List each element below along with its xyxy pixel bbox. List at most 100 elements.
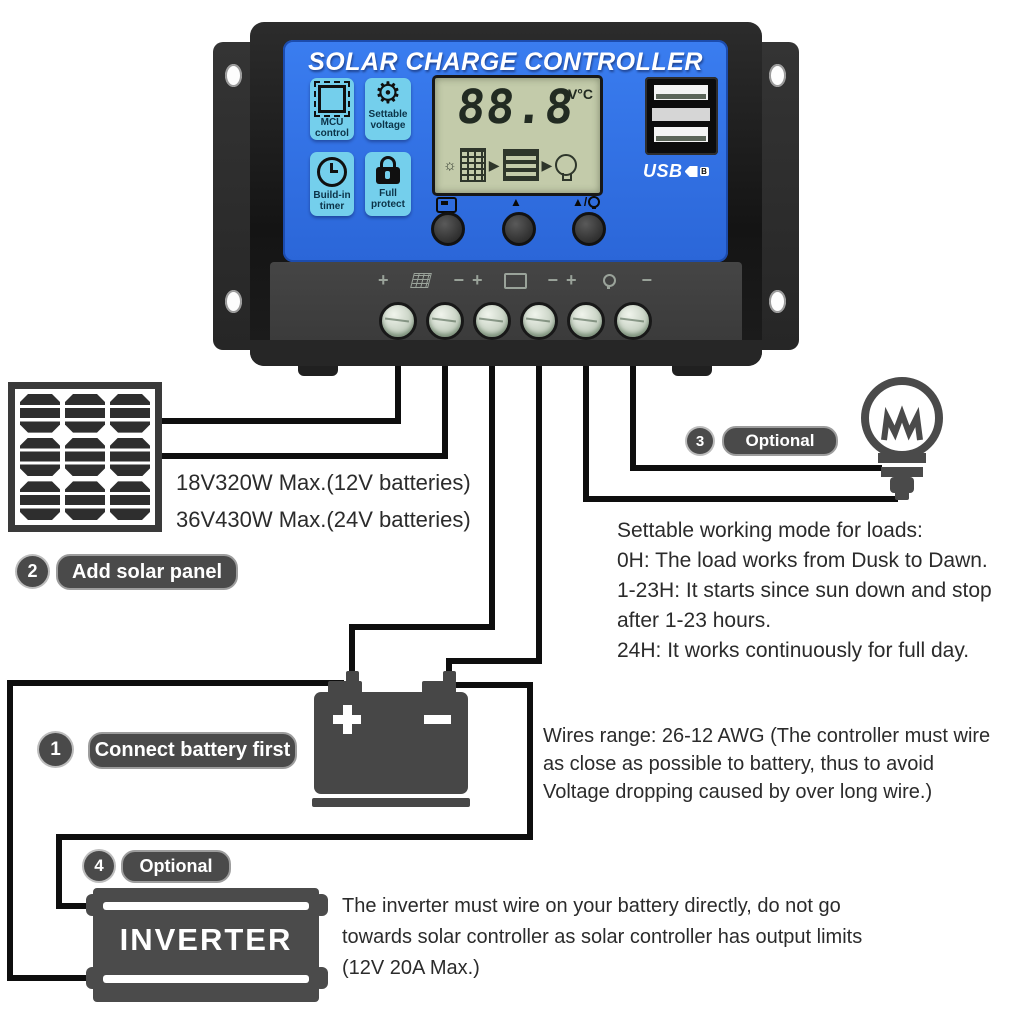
lcd-unit: V°C — [567, 86, 593, 102]
inverter-note: The inverter must wire on your battery d… — [342, 891, 862, 984]
battery-icon — [503, 272, 527, 289]
terminal-screw-solar-positive — [379, 302, 417, 340]
arrow-icon: ▶ — [541, 157, 553, 173]
spec-line: 36V430W Max.(24V batteries) — [176, 507, 471, 532]
lcd-reading: 88.8 — [454, 80, 578, 135]
usb-plug-icon — [684, 166, 698, 177]
controller-title: SOLAR CHARGE CONTROLLER — [308, 48, 703, 76]
note-line: 0H: The load works from Dusk to Dawn. — [617, 549, 988, 572]
solar-cell — [65, 438, 105, 477]
lcd-flow-icons: ☼ ▶ ▶ — [443, 148, 593, 182]
usb-port-top — [654, 85, 708, 100]
lcd-display: 88.8 V°C ☼ ▶ ▶ — [432, 75, 603, 196]
load-terminal-label: + − — [566, 270, 652, 291]
solar-panel-specs: 18V320W Max.(12V batteries) 36V430W Max.… — [176, 464, 471, 538]
usb-text: USB — [643, 161, 683, 181]
arrow-icon: ▶ — [488, 157, 500, 173]
solar-cell — [20, 438, 60, 477]
solar-cell — [20, 481, 60, 520]
terminal-screw-load-positive — [567, 302, 605, 340]
feature-badge-mcu: MCU control — [310, 78, 354, 140]
usb-ports — [645, 77, 718, 155]
screw-hole — [769, 64, 786, 87]
battery-negative-post — [443, 671, 456, 683]
feature-label: timer — [319, 201, 345, 212]
up-button-icon: ▲ — [510, 196, 522, 208]
note-line: after 1-23 hours. — [617, 609, 772, 632]
solar-cell — [110, 438, 150, 477]
step-1-label: Connect battery first — [88, 732, 297, 769]
note-line: Voltage dropping caused by over long wir… — [543, 781, 933, 803]
mode-arrow-icon: ▲/ — [572, 195, 588, 209]
plus-sign: + — [566, 270, 577, 290]
battery-negative-post-base — [422, 681, 456, 695]
note-line: Wires range: 26-12 AWG (The controller m… — [543, 725, 991, 747]
feature-badge-protect: Full protect — [365, 152, 411, 216]
feature-label: Full — [379, 188, 397, 199]
terminal-screw-solar-negative — [426, 302, 464, 340]
solar-panel-icon — [459, 148, 486, 182]
plus-sign: + — [472, 270, 483, 290]
battery-plus-sign — [343, 705, 352, 734]
note-line: as close as possible to battery, thus to… — [543, 753, 934, 775]
solar-panel — [8, 382, 162, 532]
solar-cell — [20, 394, 60, 433]
solar-cell — [65, 481, 105, 520]
battery-positive-post — [346, 671, 359, 683]
battery-base-plate — [312, 798, 470, 807]
step-1-number: 1 — [39, 733, 72, 766]
note-line: The inverter must wire on your battery d… — [342, 895, 841, 917]
feature-badge-settable-voltage: ⚙ Settable voltage — [365, 78, 411, 140]
inverter-stripe — [103, 975, 309, 983]
battery-minus-sign — [424, 715, 451, 724]
light-bulb — [861, 377, 943, 500]
lock-icon — [376, 156, 400, 184]
step-4-number: 4 — [84, 851, 114, 881]
inverter-stripe — [103, 902, 309, 910]
battery-body — [314, 692, 468, 794]
minus-sign: − — [641, 270, 652, 290]
clock-icon — [317, 157, 347, 187]
screw-hole — [769, 290, 786, 313]
bulb-icon — [555, 154, 578, 181]
bulb-icon — [588, 196, 601, 209]
wire-range-note: Wires range: 26-12 AWG (The controller m… — [543, 722, 990, 806]
battery-positive-post-base — [328, 681, 362, 695]
wire-solar-negative — [158, 350, 448, 459]
wire-battery-positive — [349, 350, 495, 690]
usb-divider — [652, 108, 710, 121]
wire-inverter-from-battery-positive — [7, 680, 344, 981]
display-button-icon — [436, 197, 457, 213]
battery-terminal-label: + − — [472, 270, 558, 291]
usb-port-bottom — [654, 127, 708, 142]
screw-hole — [225, 290, 242, 313]
feature-label: voltage — [370, 120, 406, 131]
solar-cell — [110, 481, 150, 520]
spec-line: 18V320W Max.(12V batteries) — [176, 470, 471, 495]
solar-cell — [65, 394, 105, 433]
feature-label: Settable — [368, 109, 408, 120]
terminal-screw-load-negative — [614, 302, 652, 340]
battery-icon — [502, 149, 539, 181]
minus-sign: − — [453, 270, 464, 290]
solar-charge-controller: SOLAR CHARGE CONTROLLER MCU control ⚙ Se… — [210, 22, 802, 376]
gear-icon: ⚙ — [374, 77, 402, 110]
step-3-number: 3 — [687, 428, 713, 454]
note-line: 24H: It works continuously for full day. — [617, 639, 970, 662]
step-2-number: 2 — [17, 556, 48, 587]
bulb-icon — [602, 274, 616, 289]
plus-sign: + — [378, 270, 389, 290]
usb-pin-icon: B — [699, 167, 709, 176]
wire-load-negative — [630, 350, 882, 471]
mode-button-icon: ▲/ — [572, 195, 601, 209]
mcu-icon — [314, 81, 350, 117]
mode-button — [572, 212, 606, 246]
solar-panel-icon — [410, 273, 432, 288]
wire-inverter-from-battery-negative — [56, 682, 533, 909]
screw-hole — [225, 64, 242, 87]
up-arrow-icon: ▲ — [510, 195, 522, 209]
bulb-contact — [895, 491, 909, 500]
bulb-filament — [881, 405, 923, 441]
display-button — [431, 212, 465, 246]
